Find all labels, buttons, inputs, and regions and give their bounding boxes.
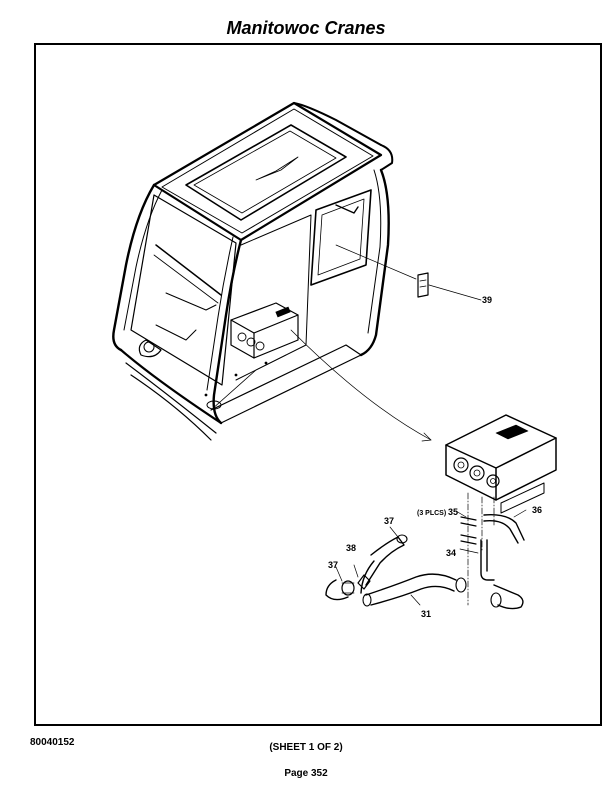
part-31-hose (365, 573, 457, 596)
callout-38: 38 (346, 543, 356, 553)
part-37-elbow-left (325, 579, 349, 601)
part-37-elbow (365, 536, 405, 586)
leader-39-cab (335, 244, 417, 280)
part-39-drawing (417, 272, 429, 298)
callout-31: 31 (421, 609, 431, 619)
cab-parts-drawing: 39 36 (3 PLCS) 35 37 38 37 34 31 (112, 101, 557, 619)
operator-cab (112, 101, 394, 441)
callout-36: 36 (532, 505, 542, 515)
callout-35-note: (3 PLCS) (417, 510, 446, 517)
page-number: Page 352 (284, 768, 328, 779)
callout-37-left: 37 (328, 560, 338, 570)
callout-34: 34 (446, 548, 456, 558)
part-36-hose (483, 513, 525, 541)
sheet-indicator: (SHEET 1 OF 2) (269, 742, 343, 753)
callout-39: 39 (482, 295, 492, 305)
part-35-clamps (460, 516, 477, 527)
leader-39 (428, 284, 482, 301)
part-38-fitting (357, 574, 371, 590)
document-number: 80040152 (30, 737, 75, 748)
callout-35: 35 (448, 507, 458, 517)
heater-unit (445, 414, 557, 514)
elbow-hose-right (493, 584, 524, 610)
part-34-fitting (480, 539, 495, 581)
page-header-title: Manitowoc Cranes (226, 18, 386, 38)
callout-37-top: 37 (384, 516, 394, 526)
leader-heater (290, 329, 432, 441)
drawing-frame: 39 36 (3 PLCS) 35 37 38 37 34 31 (34, 43, 602, 726)
